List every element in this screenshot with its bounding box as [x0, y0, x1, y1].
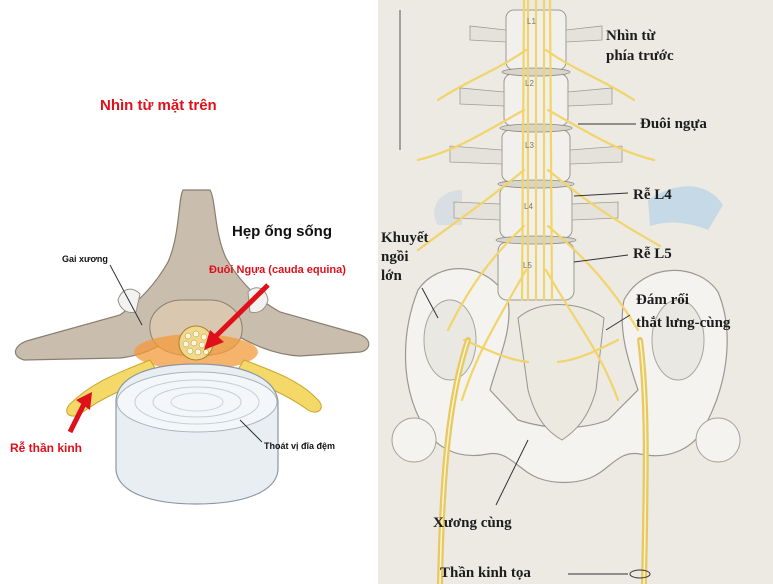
plexus-label-line1: Đám rối	[636, 292, 689, 309]
superior-view-panel: Nhìn từ mặt trên Hẹp ống sống Gai xương …	[0, 0, 380, 584]
level-l5: L5	[523, 262, 532, 271]
anterior-view-panel: L1 L2 L3 L4 L5 Nhìn từ phía trước Đuôi n…	[378, 0, 773, 584]
sciatic-notch-label-line2: ngồi	[381, 249, 409, 266]
sciatic-nerve-label: Thần kinh tọa	[440, 565, 531, 582]
nerve-root-label: Rễ thần kinh	[10, 442, 82, 455]
sciatic-notch-label-line3: lớn	[381, 268, 402, 285]
level-l3: L3	[525, 142, 534, 151]
view-label-line1: Nhìn từ	[606, 28, 655, 45]
stenosis-label: Hẹp ống sống	[232, 224, 332, 241]
root-l4-label: Rễ L4	[633, 187, 672, 204]
level-l1: L1	[527, 18, 536, 27]
plexus-label-line2: thắt lưng-cùng	[636, 315, 730, 332]
sacrum-label: Xương cùng	[433, 515, 512, 532]
level-l2: L2	[525, 80, 534, 89]
cauda-equina-label-right: Đuôi ngựa	[640, 116, 707, 133]
herniation-label: Thoát vị đĩa đệm	[264, 442, 335, 452]
sciatic-notch-label-line1: Khuyết	[381, 230, 429, 247]
cauda-equina-label: Đuôi Ngựa (cauda equina)	[209, 264, 346, 276]
lumbar-spine-illustration	[378, 0, 773, 584]
sacrum	[518, 305, 604, 441]
root-l5-label: Rễ L5	[633, 246, 672, 263]
bone-spur-label: Gai xương	[62, 255, 108, 265]
level-l4: L4	[524, 203, 533, 212]
vertebra-illustration	[0, 0, 380, 584]
view-title: Nhìn từ mặt trên	[100, 98, 217, 115]
view-label-line2: phía trước	[606, 48, 674, 65]
